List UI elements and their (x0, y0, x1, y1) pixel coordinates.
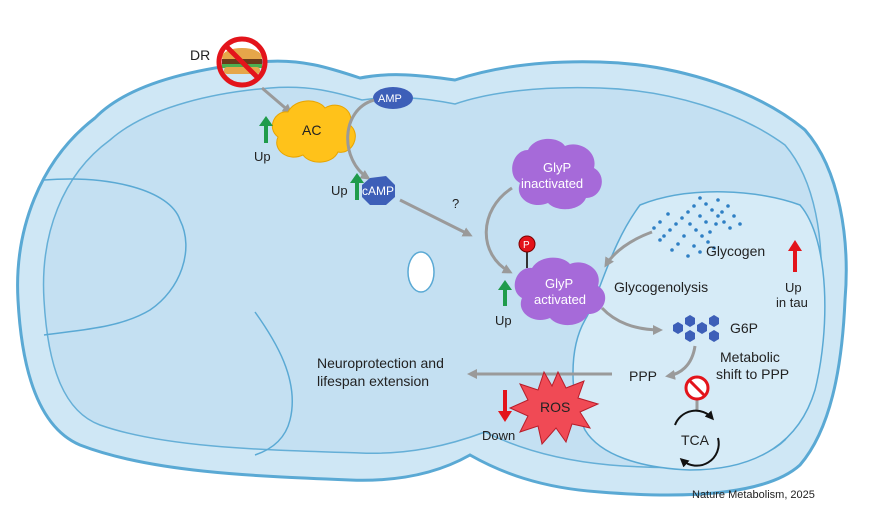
g6p-label: G6P (730, 320, 758, 336)
up-tau-label-1: Up (785, 280, 802, 295)
tca-cycle-icon (674, 409, 720, 468)
neuro-label-1: Neuroprotection and (317, 355, 444, 371)
center-oval (407, 251, 435, 293)
g6p-hexagons-icon (673, 315, 719, 342)
arrow-amp-to-camp (346, 98, 375, 180)
neuro-label-2: lifespan extension (317, 373, 429, 389)
glyp-activated-label-1: GlyP (545, 276, 573, 291)
camp-node (362, 176, 395, 205)
ac-node (271, 100, 356, 163)
up-camp-label: Up (331, 183, 348, 198)
metabolic-label-1: Metabolic (720, 349, 780, 365)
up-arrow-icon (259, 116, 273, 143)
glyp-inactivated-label-2: inactivated (521, 176, 583, 191)
question-label: ? (452, 196, 459, 211)
down-label: Down (482, 428, 515, 443)
glycogen-dots-icon (652, 196, 742, 258)
red-up-arrow-icon (788, 240, 802, 272)
dr-label: DR (190, 47, 210, 63)
up-ac-label: Up (254, 149, 271, 164)
up-glyp-label: Up (495, 313, 512, 328)
left-lobe-contour (43, 178, 187, 336)
dr-burger-icon (216, 36, 268, 88)
lower-lobe-contour (254, 311, 294, 456)
glyp-activated-label-2: activated (534, 292, 586, 307)
arrow-inactivated-to-activated (484, 186, 513, 274)
camp-label: cAMP (362, 184, 394, 198)
red-down-arrow-icon (498, 390, 512, 422)
phospho-icon (518, 235, 536, 253)
ros-node (508, 370, 600, 446)
up-tau-label-2: in tau (776, 295, 808, 310)
ac-label: AC (302, 122, 321, 138)
ppp-label: PPP (629, 368, 657, 384)
glycogenolysis-label: Glycogenolysis (614, 279, 708, 295)
glyp-inactivated-node (512, 138, 602, 210)
glycogen-label: Glycogen (706, 243, 765, 259)
arrow-dr-to-ac (261, 86, 293, 114)
arrow-camp-to-glyp (399, 198, 473, 237)
up-arrow-icon (350, 173, 364, 200)
arrow-glyp-to-g6p (600, 306, 663, 335)
metabolic-label-2: shift to PPP (716, 366, 789, 382)
arrow-glycogen-to-glyp (604, 230, 653, 268)
phospho-label: P (523, 240, 530, 251)
amp-label: AMP (378, 93, 402, 105)
glyp-inactivated-label-1: GlyP (543, 160, 571, 175)
up-arrow-icon (498, 280, 512, 306)
ros-label: ROS (540, 399, 570, 415)
arrow-g6p-to-ppp (665, 345, 697, 380)
glyp-activated-node (514, 257, 606, 326)
citation: Nature Metabolism, 2025 (692, 489, 815, 501)
tca-label: TCA (681, 432, 710, 448)
prohibition-icon (684, 375, 710, 401)
amp-node (373, 87, 413, 109)
